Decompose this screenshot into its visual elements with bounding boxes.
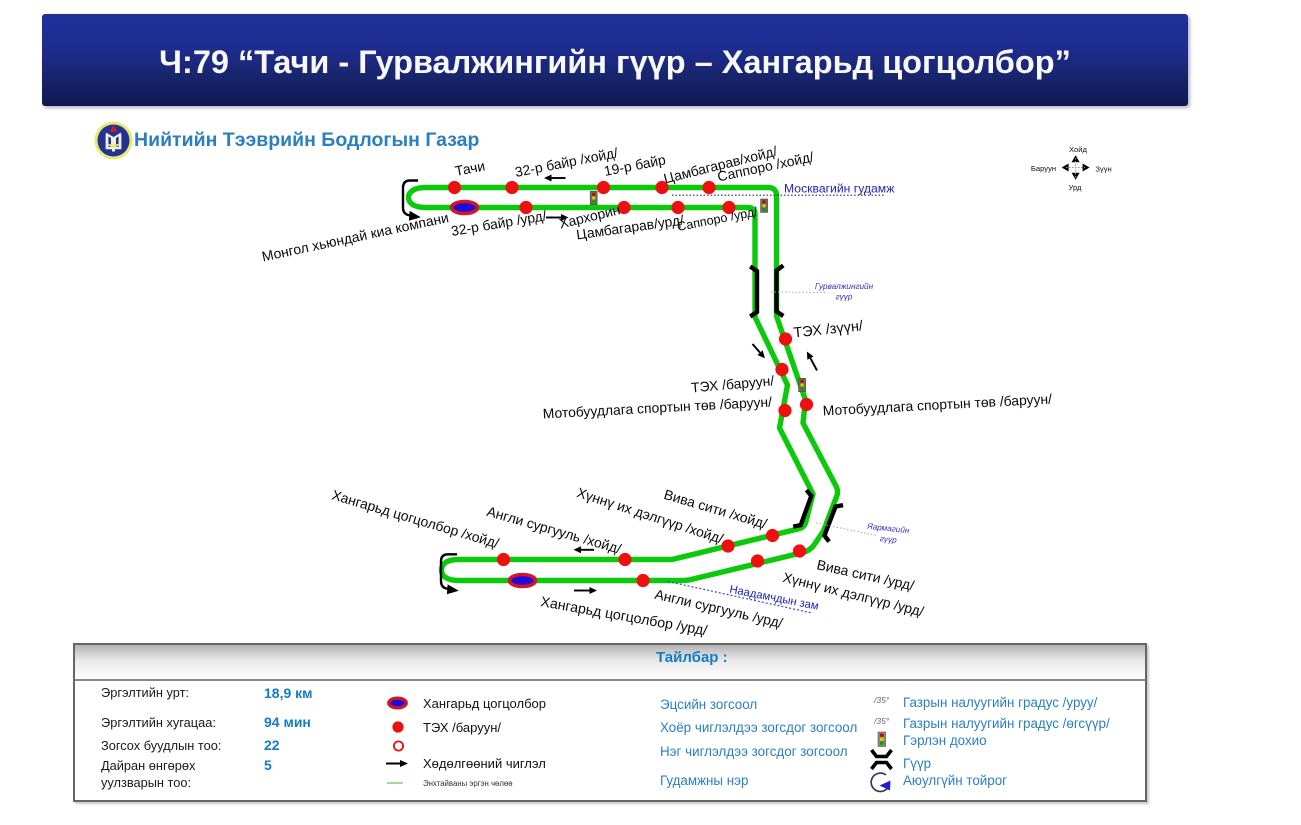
svg-text:Зүүн: Зүүн	[1095, 165, 1111, 174]
svg-text:ТЭХ /зүүн/: ТЭХ /зүүн/	[793, 318, 865, 341]
svg-text:Мотобуудлага спортын төв /бару: Мотобуудлага спортын төв /баруун/	[822, 391, 1052, 419]
svg-text:Хангарьд цогцолбор /хойд/: Хангарьд цогцолбор /хойд/	[330, 487, 501, 552]
svg-text:Гурвалжингийн: Гурвалжингийн	[815, 282, 874, 291]
svg-text:Мотобуудлага спортын төв /бару: Мотобуудлага спортын төв /баруун/	[542, 394, 772, 422]
svg-text:гүүр: гүүр	[879, 534, 897, 545]
svg-text:Монгол хьюндай киа компани: Монгол хьюндай киа компани	[260, 209, 450, 264]
svg-text:ТЭХ /баруун/: ТЭХ /баруун/	[690, 372, 775, 395]
svg-text:Урд: Урд	[1069, 183, 1083, 192]
svg-text:Яармагийн: Яармагийн	[866, 522, 911, 536]
svg-text:Москвагийн гудамж: Москвагийн гудамж	[784, 182, 895, 196]
svg-text:Тачи: Тачи	[454, 157, 487, 178]
svg-text:Англи сургууль /хойд/: Англи сургууль /хойд/	[485, 503, 623, 557]
svg-text:Баруун: Баруун	[1031, 164, 1056, 173]
svg-text:гүүр: гүүр	[836, 293, 853, 302]
svg-text:Хойд: Хойд	[1069, 145, 1087, 154]
